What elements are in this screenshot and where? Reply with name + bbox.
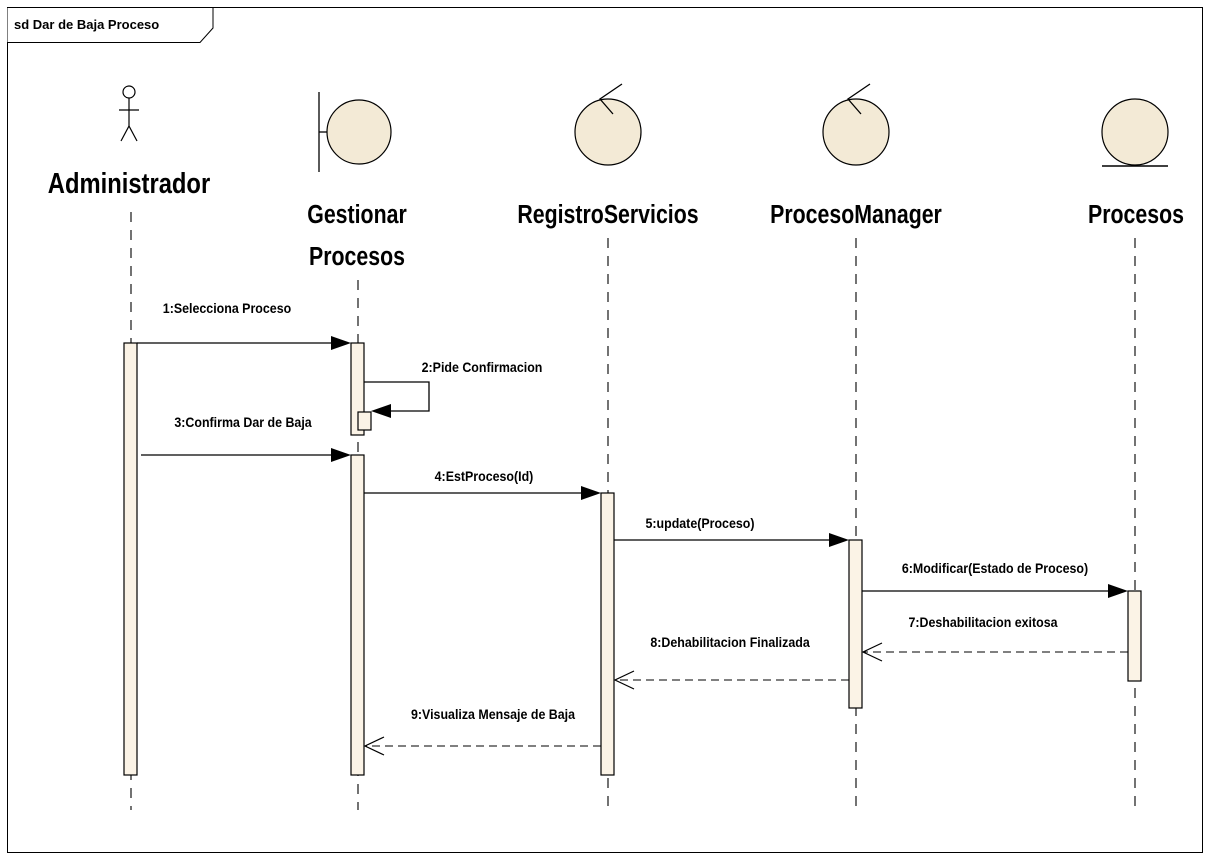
actor-icon: [119, 85, 139, 142]
message-9-label: 9:Visualiza Mensaje de Baja: [411, 707, 576, 723]
lifeline-name-procesos: Procesos: [1088, 200, 1184, 230]
message-4: 4:EstProceso(Id): [364, 469, 601, 500]
control-icon: [574, 83, 642, 166]
lifeline-name-gestionar-line1: Gestionar: [307, 200, 406, 230]
message-2: 2:Pide Confirmacion: [364, 360, 542, 418]
lifeline-name-manager: ProcesoManager: [770, 200, 942, 230]
lifeline-proceso-manager: ProcesoManager: [770, 83, 942, 810]
activation-gestionar-nested: [357, 411, 372, 431]
frame-title-tab: [7, 7, 214, 43]
entity-icon: [1101, 98, 1169, 167]
lifeline-procesos: Procesos: [1088, 98, 1184, 810]
message-1: 1:Selecciona Proceso: [137, 301, 351, 350]
activation-manager: [848, 539, 863, 709]
frame-title: sd Dar de Baja Proceso: [14, 17, 159, 32]
lifeline-administrador: Administrador: [48, 85, 210, 810]
message-9: 9:Visualiza Mensaje de Baja: [363, 707, 601, 756]
message-1-label: 1:Selecciona Proceso: [163, 301, 291, 317]
message-2-label: 2:Pide Confirmacion: [422, 360, 543, 376]
activation-registro: [600, 492, 615, 776]
message-5-label: 5:update(Proceso): [645, 516, 754, 532]
control-icon: [822, 83, 890, 166]
activation-administrador: [123, 342, 138, 776]
lifeline-name-registro: RegistroServicios: [517, 200, 698, 230]
message-3-label: 3:Confirma Dar de Baja: [174, 415, 312, 431]
message-5: 5:update(Proceso): [614, 516, 849, 547]
message-7-label: 7:Deshabilitacion exitosa: [908, 615, 1058, 631]
message-6-label: 6:Modificar(Estado de Proceso): [902, 561, 1088, 577]
lifeline-name-gestionar-line2: Procesos: [309, 242, 405, 272]
message-4-label: 4:EstProceso(Id): [435, 469, 534, 485]
message-7: 7:Deshabilitacion exitosa: [861, 615, 1128, 662]
activation-procesos: [1127, 590, 1142, 682]
message-3: 3:Confirma Dar de Baja: [141, 415, 351, 462]
lifeline-name-administrador: Administrador: [48, 167, 210, 200]
message-6: 6:Modificar(Estado de Proceso): [862, 561, 1128, 598]
message-8: 8:Dehabilitacion Finalizada: [613, 635, 849, 690]
activation-gestionar-2: [350, 454, 365, 776]
lifeline-registro-servicios: RegistroServicios: [517, 83, 699, 810]
boundary-icon: [318, 92, 392, 172]
message-8-label: 8:Dehabilitacion Finalizada: [650, 635, 810, 651]
